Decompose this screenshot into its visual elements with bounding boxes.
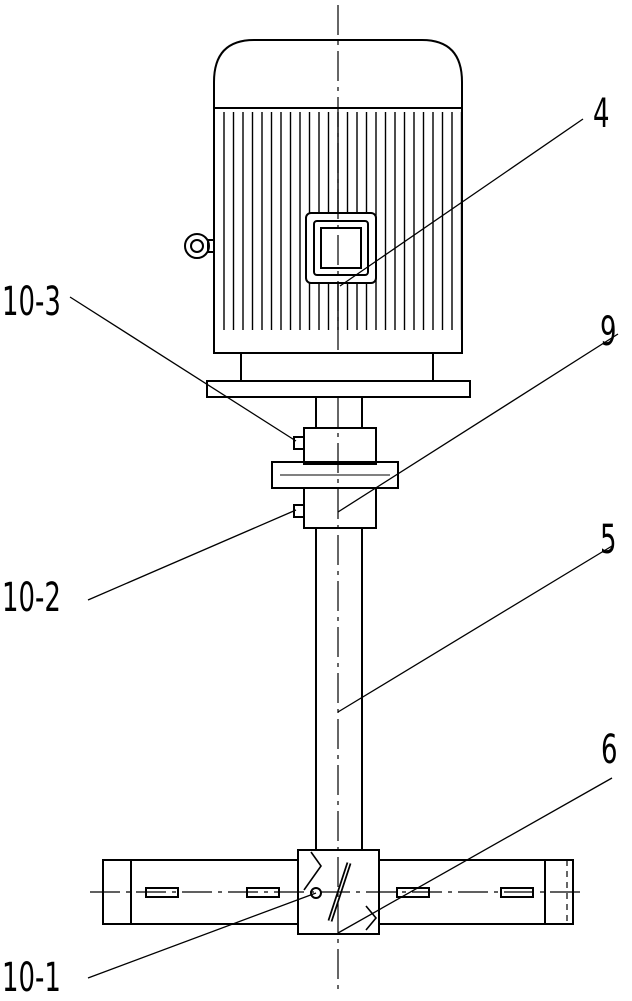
coupling — [271, 396, 399, 529]
callout-4: 4 — [593, 91, 610, 137]
terminal-box-outer — [305, 212, 377, 284]
motor — [184, 39, 471, 398]
screw-10-2 — [293, 504, 305, 518]
callout-9: 9 — [600, 309, 617, 355]
center-lines — [90, 5, 585, 990]
terminal-box-inner — [313, 220, 369, 276]
terminal-box-core — [320, 227, 362, 269]
callout-10-2: 10-2 — [2, 575, 61, 621]
callout-5: 5 — [600, 517, 617, 563]
leader-lines — [69, 118, 619, 979]
upper-shaft — [315, 396, 363, 429]
lifting-eye — [184, 233, 215, 259]
pin-10-1 — [310, 887, 322, 899]
callout-6: 6 — [601, 727, 618, 773]
mounting-plate — [206, 380, 471, 398]
screw-10-3 — [293, 436, 305, 450]
callout-10-3: 10-3 — [2, 279, 61, 325]
callout-10-1: 10-1 — [2, 955, 61, 1001]
stirring-shaft — [315, 527, 363, 851]
upper-sleeve — [303, 427, 377, 465]
motor-flange — [240, 352, 434, 382]
motor-top-cap — [213, 39, 463, 109]
